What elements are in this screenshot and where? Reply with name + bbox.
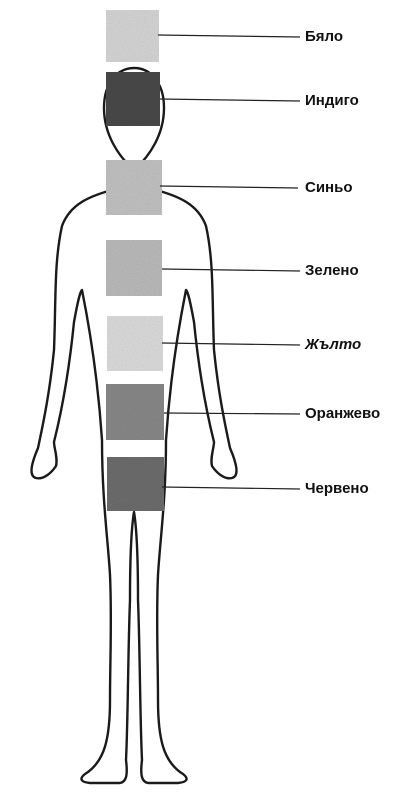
label-third-eye: Индиго xyxy=(305,92,359,109)
label-solar-plexus: Жълто xyxy=(305,336,362,353)
human-body-outline xyxy=(30,66,238,785)
chakra-square-sacral xyxy=(106,384,164,440)
label-sacral: Оранжево xyxy=(305,405,381,422)
label-heart: Зелено xyxy=(305,262,359,279)
label-crown: Бяло xyxy=(305,28,344,45)
chakra-squares xyxy=(106,10,164,511)
leader-line-crown xyxy=(157,34,301,38)
leader-line-root xyxy=(161,486,301,490)
leader-lines xyxy=(157,34,301,490)
leader-line-solar-plexus xyxy=(161,342,301,346)
label-throat: Синьо xyxy=(305,179,353,196)
chakra-square-crown xyxy=(106,10,159,62)
leader-line-third-eye xyxy=(159,98,301,102)
chakra-square-heart xyxy=(106,240,162,296)
chakra-square-third-eye xyxy=(106,72,160,126)
chakra-square-throat xyxy=(106,160,162,215)
leader-line-throat xyxy=(159,185,299,189)
chakra-square-solar-plexus xyxy=(107,316,163,371)
chakra-square-root xyxy=(107,457,164,511)
leader-line-sacral xyxy=(163,412,301,415)
label-root: Червено xyxy=(305,480,369,497)
leader-line-heart xyxy=(161,268,301,272)
